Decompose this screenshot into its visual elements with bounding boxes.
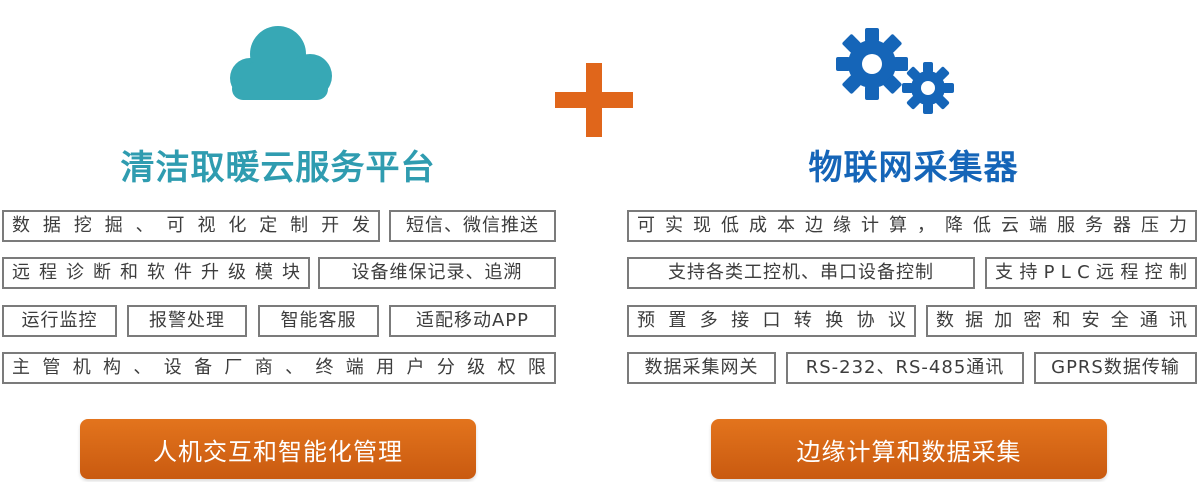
right-title: 物联网采集器 xyxy=(808,148,1019,188)
feature-tag: 报警处理 xyxy=(127,305,247,337)
left-summary-button[interactable]: 人机交互和智能化管理 xyxy=(80,419,476,479)
feature-tag: 支持各类工控机、串口设备控制 xyxy=(627,257,975,289)
right-summary-button[interactable]: 边缘计算和数据采集 xyxy=(711,419,1107,479)
gears-icon xyxy=(836,28,954,114)
feature-tag: 预置多接口转换协议 xyxy=(627,305,916,337)
feature-tag: RS-232、RS-485通讯 xyxy=(786,352,1024,384)
feature-tag: GPRS数据传输 xyxy=(1034,352,1197,384)
feature-tag: 运行监控 xyxy=(2,305,117,337)
feature-tag: 适配移动APP xyxy=(389,305,556,337)
feature-tag: 智能客服 xyxy=(258,305,379,337)
feature-tag: 主管机构、设备厂商、终端用户分级权限 xyxy=(2,352,556,384)
cloud-icon xyxy=(230,26,332,100)
feature-tag: 数据加密和安全通讯 xyxy=(926,305,1197,337)
feature-tag: 可实现低成本边缘计算，降低云端服务器压力 xyxy=(627,210,1197,242)
feature-tag: 设备维保记录、追溯 xyxy=(318,257,556,289)
feature-tag: 远程诊断和软件升级模块 xyxy=(2,257,310,289)
feature-tag: 短信、微信推送 xyxy=(389,210,556,242)
left-title: 清洁取暖云服务平台 xyxy=(120,148,436,188)
feature-tag: 数据挖掘、可视化定制开发 xyxy=(2,210,380,242)
feature-tag: 数据采集网关 xyxy=(627,352,776,384)
plus-icon xyxy=(555,63,633,137)
